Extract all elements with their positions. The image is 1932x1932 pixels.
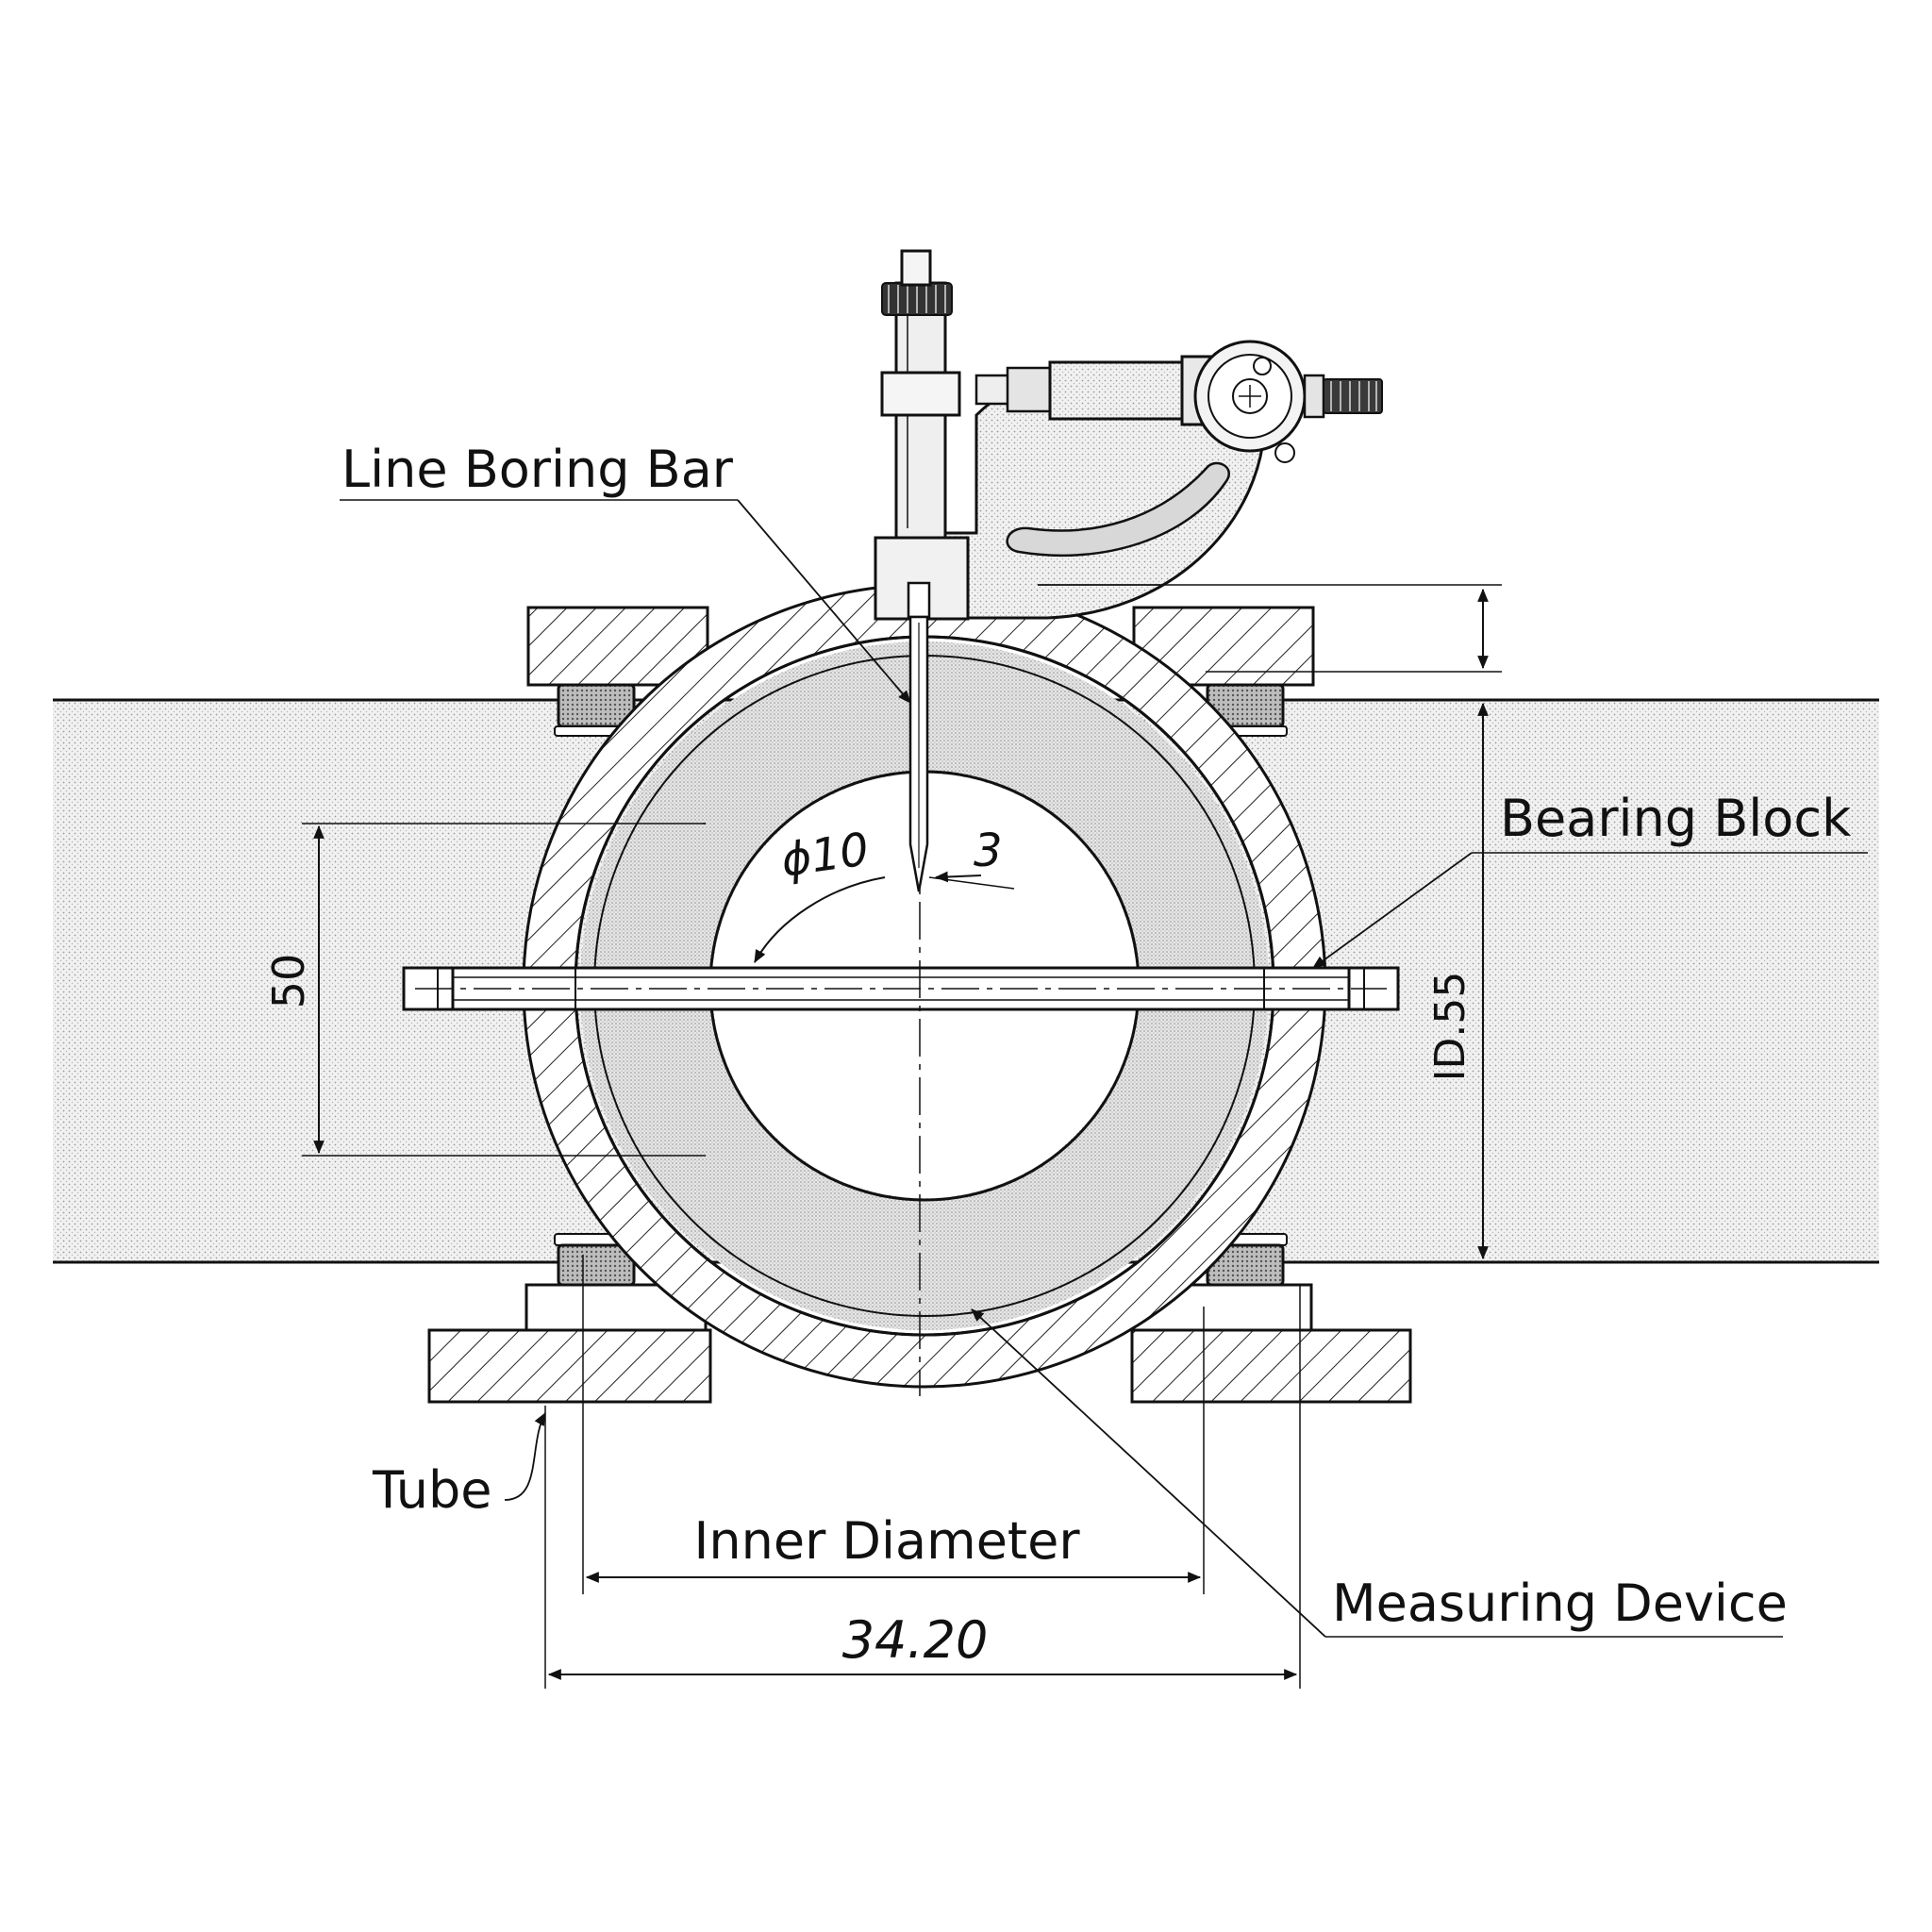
inner-diameter-label: Inner Diameter [693,1511,1080,1571]
leader-measuring-device [971,1308,1783,1638]
boring-bar-shaft [402,966,1400,1011]
dim-3-text: 3 [974,824,1003,877]
measuring-device-label: Measuring Device [1332,1574,1788,1633]
dim-phi10-text: ϕ10 [778,823,873,887]
leader-bearing-block [1312,852,1868,969]
bearing-block-label: Bearing Block [1500,789,1852,848]
dim-id55-text: ID.55 [1426,972,1474,1082]
leader-tube [504,1411,546,1501]
leader-line-boring-bar [340,499,911,704]
bottom-plates [427,1233,1412,1404]
dim-50-text: 50 [263,954,314,1009]
dim-50 [302,823,706,1157]
tube-label: Tube [372,1460,492,1520]
line-boring-bar-label: Line Boring Bar [341,440,734,499]
micrometer-assembly [874,249,1383,892]
dim-inner-diameter [582,1255,1205,1594]
dim-34-20 [544,1285,1301,1689]
dim-phi10 [754,871,1015,964]
dim-34-20-text: 34.20 [842,1610,989,1670]
